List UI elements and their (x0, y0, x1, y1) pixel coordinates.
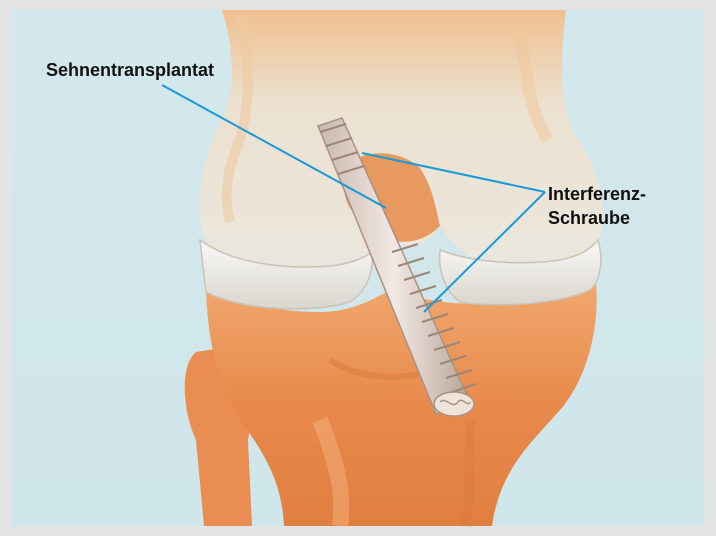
screw-label-line2: Schraube (548, 206, 646, 230)
screw-label-line1: Interferenz- (548, 182, 646, 206)
graft-label: Sehnentransplantat (46, 58, 214, 82)
screw-label: Interferenz- Schraube (548, 182, 646, 230)
tibia-shading (466, 420, 470, 526)
